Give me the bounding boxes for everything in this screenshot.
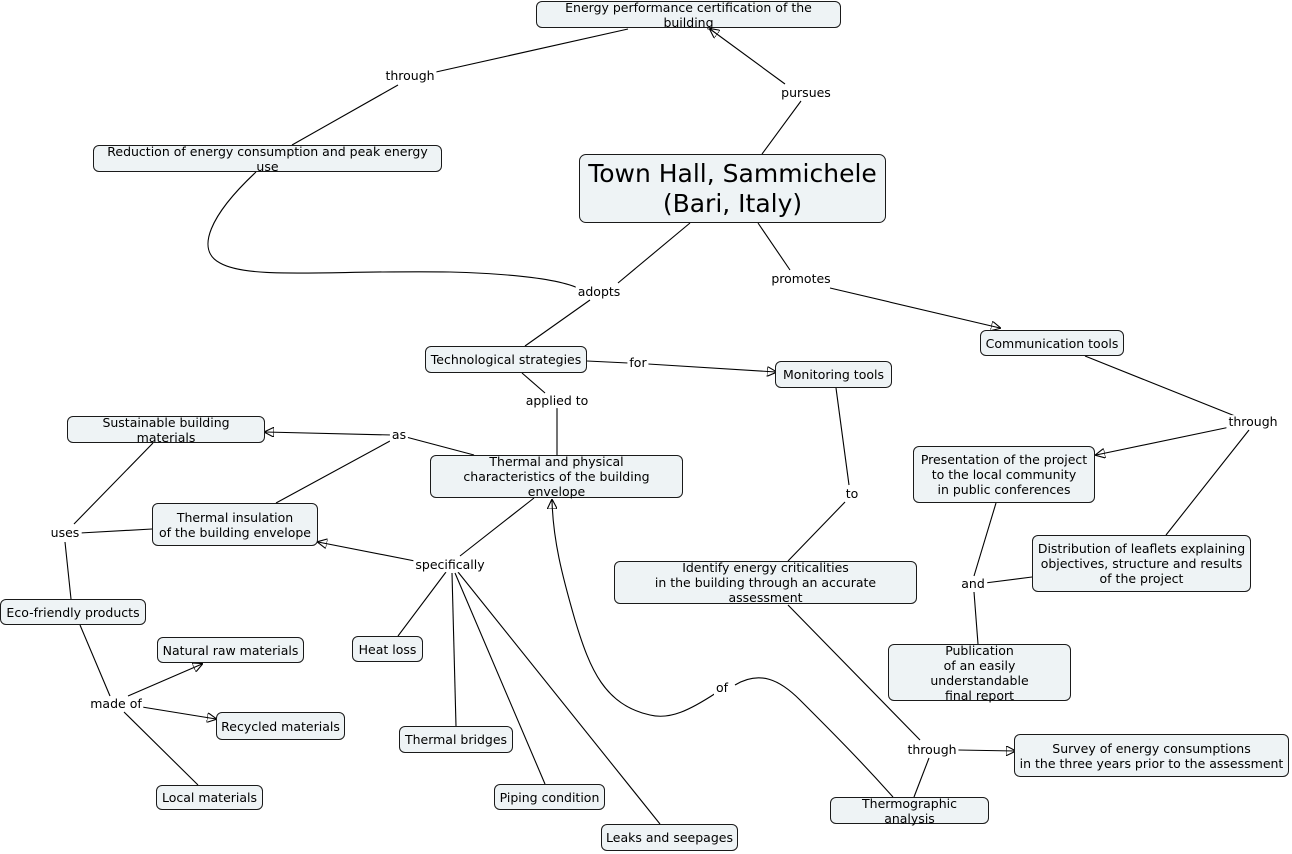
link-specifically-bridges	[451, 572, 457, 727]
link-specifically-heatloss	[397, 571, 447, 637]
link-madeof-recycled	[141, 706, 216, 719]
node-presentation[interactable]: Presentation of the project to the local…	[913, 446, 1095, 503]
link-specifically-leaks	[457, 571, 661, 825]
node-sustainable-materials[interactable]: Sustainable building materials	[67, 415, 265, 445]
link-uses-eco	[64, 541, 72, 600]
link-distribution-and	[984, 576, 1033, 584]
node-energy-certification[interactable]: Energy performance certification of the …	[536, 0, 841, 30]
link-thermal-specifically	[459, 497, 535, 557]
node-thermal-insulation[interactable]: Thermal insulation of the building envel…	[152, 503, 318, 546]
node-thermal-physical[interactable]: Thermal and physical characteristics of …	[430, 454, 683, 499]
link-townhall-promotes	[757, 222, 791, 271]
link-thermal-as	[405, 436, 475, 456]
link-madeof-natural	[127, 664, 202, 697]
node-publication[interactable]: Publication of an easily understandable …	[888, 643, 1071, 703]
node-recycled-materials[interactable]: Recycled materials	[216, 712, 345, 740]
link-pursues-energy-cert	[710, 29, 786, 85]
label-through-bottom: through	[905, 742, 959, 758]
link-tech-for	[586, 360, 629, 364]
link-through-distribution	[1165, 429, 1250, 536]
label-through-right: through	[1226, 414, 1280, 430]
link-and-publication	[973, 591, 979, 645]
label-as: as	[389, 427, 409, 443]
label-promotes: promotes	[769, 271, 833, 287]
node-natural-raw[interactable]: Natural raw materials	[157, 637, 304, 663]
node-eco-friendly[interactable]: Eco-friendly products	[0, 599, 146, 625]
node-monitoring-tools[interactable]: Monitoring tools	[775, 361, 892, 388]
node-heat-loss[interactable]: Heat loss	[352, 636, 423, 662]
node-local-materials[interactable]: Local materials	[156, 785, 263, 810]
link-through-energy-cert	[435, 28, 629, 73]
link-specifically-insulation	[318, 542, 421, 563]
link-townhall-adopts	[617, 222, 691, 284]
link-townhall-pursues	[761, 100, 802, 155]
node-thermal-bridges[interactable]: Thermal bridges	[399, 726, 513, 753]
link-through-presentation	[1096, 426, 1231, 455]
link-madeof-local	[123, 711, 199, 786]
link-adopts-tech	[524, 299, 591, 347]
link-thermographic-of	[734, 677, 894, 798]
link-reduction-adopts	[207, 171, 579, 289]
label-through-top: through	[383, 68, 437, 84]
node-distribution-leaflets[interactable]: Distribution of leaflets explaining obje…	[1032, 535, 1251, 592]
link-tech-applied	[521, 372, 546, 394]
link-presentation-and	[973, 502, 997, 577]
link-as-sustainable	[265, 432, 393, 435]
link-identify-through	[787, 604, 921, 741]
label-specifically: specifically	[413, 557, 487, 573]
label-uses: uses	[48, 525, 82, 541]
node-thermographic-analysis[interactable]: Thermographic analysis	[830, 796, 989, 826]
link-reduction-through	[291, 84, 399, 146]
label-made-of: made of	[88, 696, 144, 712]
label-of: of	[713, 680, 731, 696]
link-through-survey	[957, 750, 1015, 751]
label-adopts: adopts	[575, 284, 623, 300]
link-through-thermographic	[913, 757, 930, 798]
node-piping-condition[interactable]: Piping condition	[494, 784, 605, 810]
node-reduction-energy[interactable]: Reduction of energy consumption and peak…	[93, 144, 442, 174]
node-identify-criticalities[interactable]: Identify energy criticalities in the bui…	[614, 560, 917, 605]
node-survey-consumptions[interactable]: Survey of energy consumptions in the thr…	[1014, 734, 1289, 777]
link-promotes-communication	[829, 287, 1000, 328]
node-leaks-seepages[interactable]: Leaks and seepages	[601, 824, 738, 851]
link-insulation-uses	[79, 528, 153, 534]
node-communication-tools[interactable]: Communication tools	[980, 330, 1124, 356]
link-insulation-as	[275, 440, 391, 504]
label-and: and	[959, 576, 987, 592]
link-for-monitoring	[647, 363, 776, 372]
node-town-hall[interactable]: Town Hall, Sammichele (Bari, Italy)	[579, 154, 886, 223]
link-specifically-piping	[454, 572, 546, 785]
link-communication-through	[1084, 355, 1236, 417]
link-eco-madeof	[79, 624, 111, 697]
link-monitoring-to	[835, 387, 850, 486]
node-technological-strategies[interactable]: Technological strategies	[425, 346, 587, 373]
label-pursues: pursues	[779, 85, 833, 101]
link-of-thermal	[552, 500, 717, 717]
label-to: to	[843, 486, 861, 502]
link-sustainable-uses	[73, 442, 154, 525]
label-for: for	[627, 355, 649, 371]
link-to-identify	[787, 501, 846, 562]
label-applied-to: applied to	[523, 393, 591, 409]
